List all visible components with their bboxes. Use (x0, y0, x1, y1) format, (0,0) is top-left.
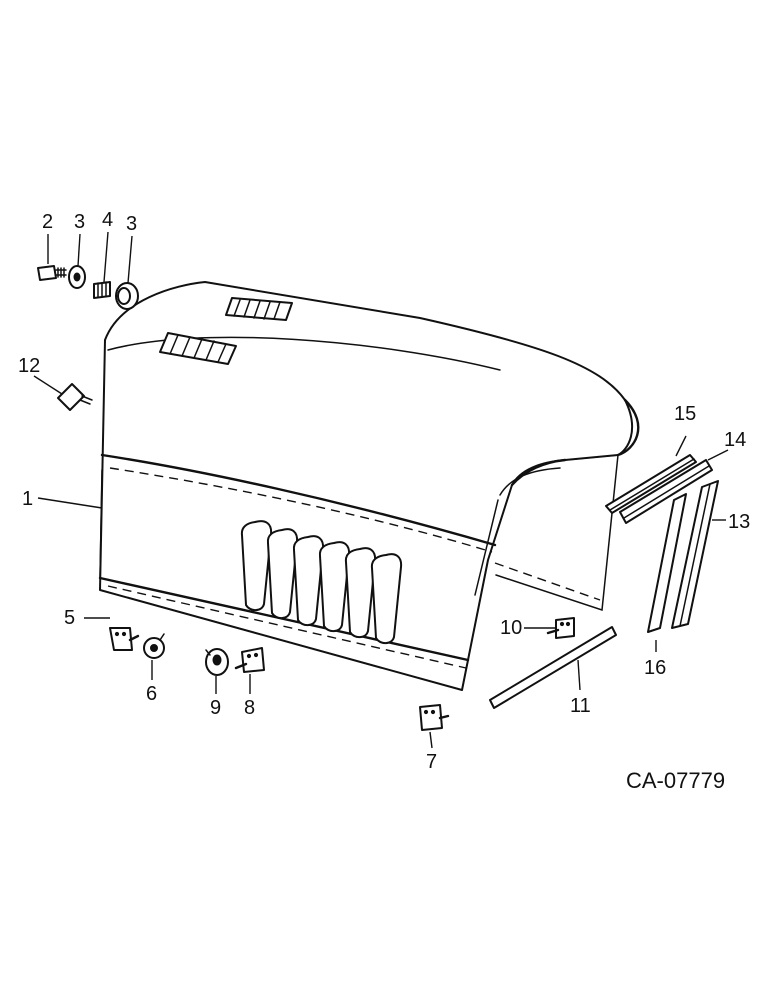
knob-part-9 (205, 648, 229, 676)
top-vent-rear (225, 297, 293, 321)
bracket-part-10 (546, 617, 575, 639)
spring-part-4 (93, 281, 111, 299)
washer-part-3b (115, 282, 139, 310)
callout-8: 8 (244, 697, 255, 719)
callout-3a: 3 (74, 211, 85, 233)
washer-part-3a (68, 265, 86, 289)
callout-5: 5 (64, 607, 75, 629)
knob-part-6 (143, 633, 165, 659)
callout-14: 14 (724, 429, 746, 451)
callout-7: 7 (426, 751, 437, 773)
strip-part-11 (489, 626, 617, 709)
callout-3b: 3 (126, 213, 137, 235)
top-vent-front (159, 332, 237, 365)
callout-13: 13 (728, 511, 750, 533)
side-louvers (240, 520, 403, 645)
seal-strip-part-15 (605, 454, 697, 514)
bracket-part-8 (234, 647, 265, 673)
callout-6: 6 (146, 683, 157, 705)
bracket-part-7 (419, 704, 450, 731)
bolt-part-2 (37, 265, 67, 281)
seal-strip-part-16 (647, 493, 687, 633)
callout-11: 11 (570, 695, 591, 717)
callout-1: 1 (22, 488, 33, 510)
pin-part-12 (57, 383, 93, 411)
callout-16: 16 (644, 657, 666, 679)
callout-4: 4 (102, 209, 113, 231)
callout-9: 9 (210, 697, 221, 719)
seal-strip-part-13 (671, 480, 719, 629)
bracket-part-5 (109, 627, 140, 651)
leader-lines (33, 231, 729, 749)
callout-2: 2 (42, 211, 53, 233)
callout-10: 10 (500, 617, 522, 639)
hood-assembly (98, 281, 640, 691)
callout-12: 12 (18, 355, 40, 377)
seal-strip-part-14 (619, 459, 713, 524)
reference-code: CA-07779 (626, 768, 725, 793)
callout-15: 15 (674, 403, 696, 425)
callout-labels: 1 2 3 4 3 5 6 7 8 9 10 11 12 13 14 15 16… (18, 209, 750, 793)
